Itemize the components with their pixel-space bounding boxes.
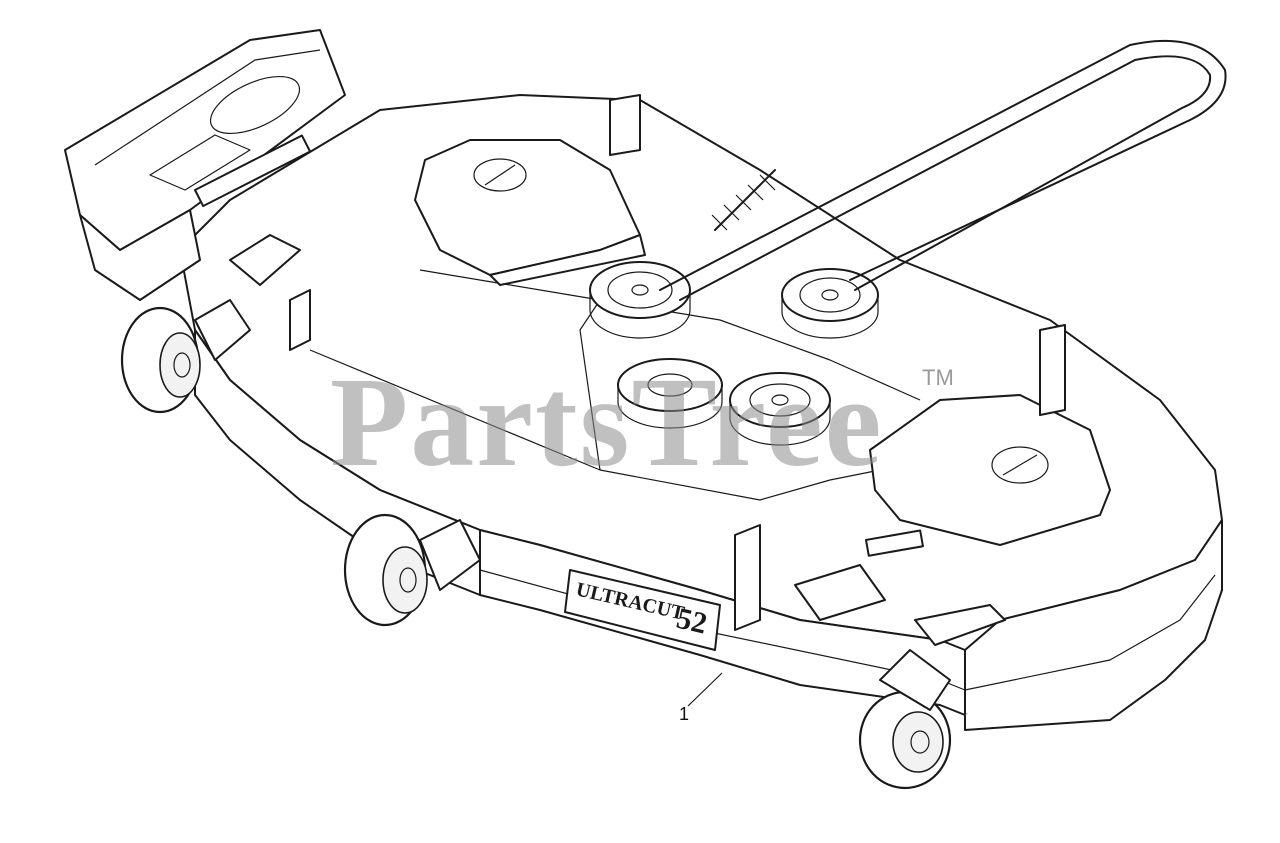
caster-wheel-mid-left bbox=[343, 513, 481, 627]
caster-wheel-front bbox=[858, 649, 952, 790]
belt-cover-right bbox=[869, 394, 1111, 546]
mounting-bracket bbox=[289, 94, 1066, 631]
discharge-deflector bbox=[64, 29, 346, 301]
watermark-brand: PartsTree bbox=[330, 351, 883, 493]
deck-panel-line bbox=[579, 299, 601, 471]
pulley bbox=[781, 268, 879, 339]
tension-spring bbox=[711, 169, 776, 231]
pulley bbox=[589, 261, 691, 339]
warning-decal-front bbox=[914, 604, 1006, 646]
drive-belt bbox=[659, 39, 1227, 301]
watermark-trademark: TM bbox=[922, 365, 954, 390]
deck-right-nose bbox=[964, 589, 1223, 731]
warning-decal-left bbox=[229, 234, 301, 286]
info-decal bbox=[794, 529, 924, 621]
pulley bbox=[729, 372, 831, 446]
deck-panel-line bbox=[419, 269, 921, 401]
part-callout-number: 1 bbox=[679, 704, 689, 724]
part-callout: 1 bbox=[679, 672, 723, 724]
deck-panel-line bbox=[309, 349, 881, 501]
deck-size-text: 52 bbox=[673, 602, 710, 641]
belt-cover-left bbox=[414, 139, 646, 286]
watermark: PartsTree TM bbox=[330, 351, 954, 493]
caster-wheel-rear-left bbox=[120, 299, 251, 414]
deck-skirt-line bbox=[964, 574, 1216, 691]
pulley bbox=[617, 358, 723, 429]
